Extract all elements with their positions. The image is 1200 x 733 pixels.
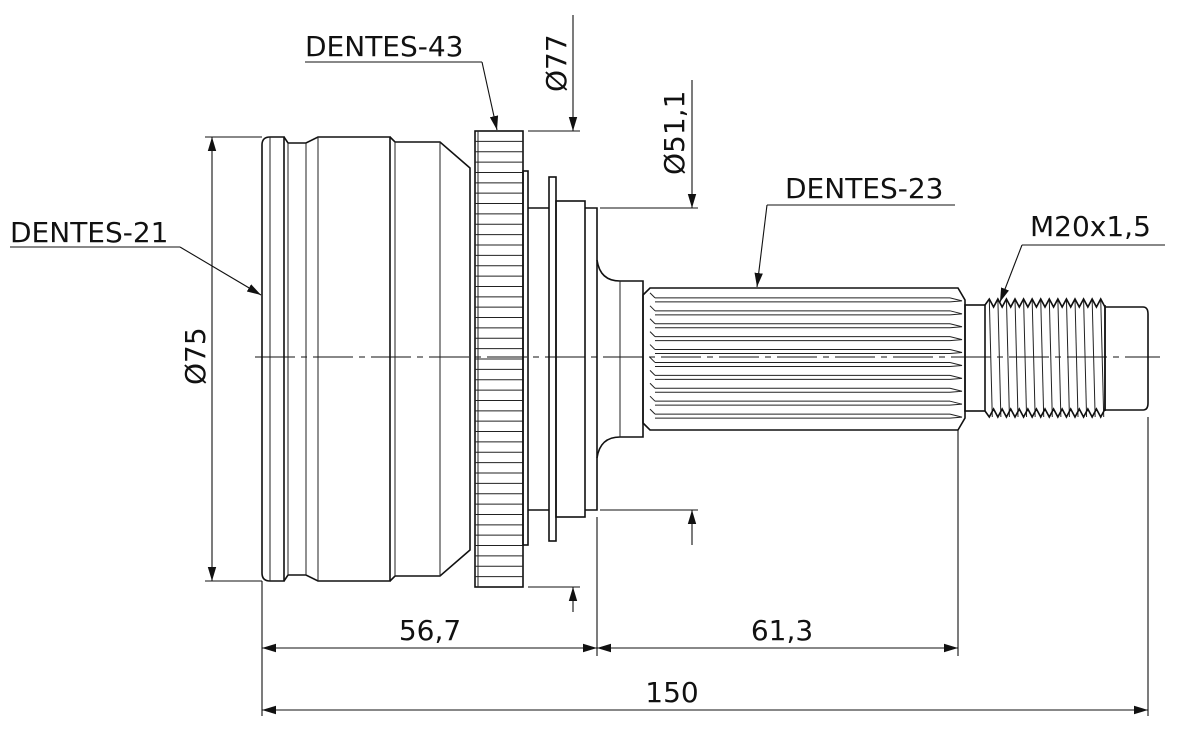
thread-crest: [1100, 298, 1105, 418]
dim-ring-diameter-label: Ø77: [540, 34, 573, 92]
dim-hub-diameter: Ø51,1: [600, 80, 698, 545]
thread-crest: [1074, 298, 1079, 418]
spline-tooth-end: [649, 331, 963, 342]
dim-housing-diameter-label: Ø75: [179, 327, 212, 385]
thread-crest: [1065, 298, 1070, 418]
thread-crest: [1005, 298, 1010, 418]
thread-crest: [988, 298, 993, 418]
thread-crest: [1040, 298, 1045, 418]
thread-crest: [1014, 298, 1019, 418]
label-dentes-23-text: DENTES-23: [785, 172, 944, 205]
outer-housing: [261, 136, 471, 582]
label-dentes-21: DENTES-21: [10, 216, 262, 296]
dim-ring-diameter: Ø77: [528, 15, 580, 612]
dim-lengths: 56,7 61,3 150: [261, 417, 1149, 716]
spline-tooth-end: [649, 318, 963, 329]
thread-crest: [1031, 298, 1036, 418]
dim-total-length-label: 150: [645, 676, 698, 709]
dim-hub-diameter-label: Ø51,1: [658, 91, 691, 175]
spline-tooth-end: [649, 357, 963, 367]
label-dentes-43: DENTES-43: [305, 30, 499, 131]
spline-tooth-end: [649, 395, 963, 406]
label-thread-text: M20x1,5: [1030, 210, 1151, 243]
thread-section: [964, 297, 1149, 419]
label-dentes-23: DENTES-23: [754, 172, 955, 288]
dim-housing-diameter: Ø75: [179, 136, 262, 582]
thread-top-profile: [984, 297, 1106, 309]
thread-crest: [1091, 298, 1096, 418]
thread-crest: [1057, 298, 1062, 418]
thread-crest: [1083, 298, 1088, 418]
abs-ring-gear: [474, 130, 524, 588]
spline-tooth-end: [649, 305, 963, 316]
thread-crest: [997, 298, 1002, 418]
spline-tooth-end: [649, 408, 963, 419]
label-dentes-43-text: DENTES-43: [305, 30, 464, 63]
thread-crest: [1048, 298, 1053, 418]
dim-shaft-length-label: 61,3: [751, 614, 813, 647]
thread-bottom-profile: [984, 407, 1106, 419]
dim-housing-length-label: 56,7: [399, 614, 461, 647]
spline-tooth-end: [649, 292, 963, 303]
label-dentes-21-text: DENTES-21: [10, 216, 169, 249]
spline-tooth-end: [649, 382, 963, 393]
spline-tooth-end: [649, 344, 963, 355]
thread-crest: [1023, 298, 1028, 418]
label-thread: M20x1,5: [999, 210, 1165, 303]
spline-shaft: [642, 287, 966, 431]
hub: [522, 170, 644, 546]
spline-tooth-end: [649, 370, 963, 380]
